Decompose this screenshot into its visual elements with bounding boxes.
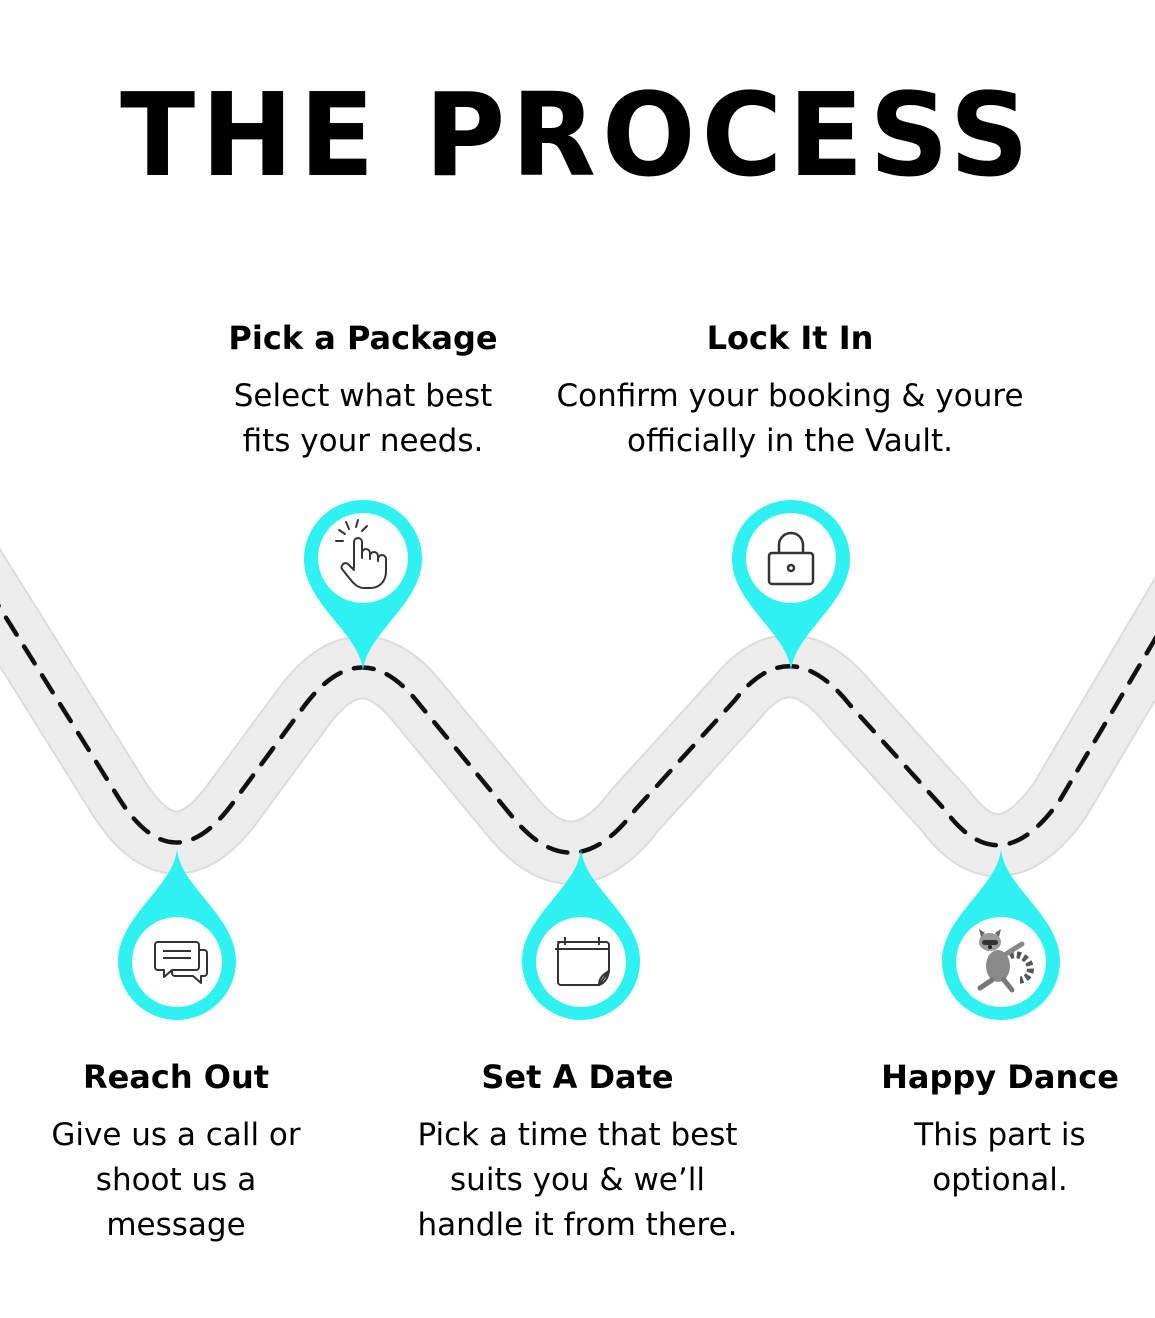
- step-description-happy-dance: This part is optional.: [914, 1117, 1086, 1198]
- step-title-pick-a-package: Pick a Package: [228, 319, 498, 357]
- chat-bubbles-icon: [154, 941, 208, 984]
- step-title-lock-it-in: Lock It In: [706, 319, 874, 357]
- dancing-raccoon-icon: [977, 929, 1034, 993]
- step-title-reach-out: Reach Out: [82, 1058, 270, 1096]
- step-description-set-a-date: Pick a time that best suits you & we’ll …: [417, 1117, 738, 1243]
- calendar-icon: [555, 937, 610, 986]
- pin-reach-out: [118, 848, 236, 1020]
- step-title-happy-dance: Happy Dance: [881, 1058, 1119, 1096]
- step-description-pick-a-package: Select what best fits your needs.: [233, 378, 493, 459]
- page-title: THE PROCESS: [120, 67, 1035, 203]
- pin-pick-a-package: [304, 500, 422, 672]
- step-title-set-a-date: Set A Date: [481, 1058, 674, 1096]
- road-surface: [0, 551, 1155, 883]
- pin-happy-dance: [942, 848, 1060, 1020]
- pointing-hand-click-icon: [335, 519, 387, 589]
- pin-lock-it-in: [732, 500, 850, 672]
- padlock-icon: [767, 531, 815, 586]
- step-description-reach-out: Give us a call or shoot us a message: [51, 1117, 301, 1243]
- road-center-dashes: [0, 603, 1155, 855]
- pin-set-a-date: [522, 848, 640, 1020]
- step-description-lock-it-in: Confirm your booking & youre officially …: [556, 378, 1024, 459]
